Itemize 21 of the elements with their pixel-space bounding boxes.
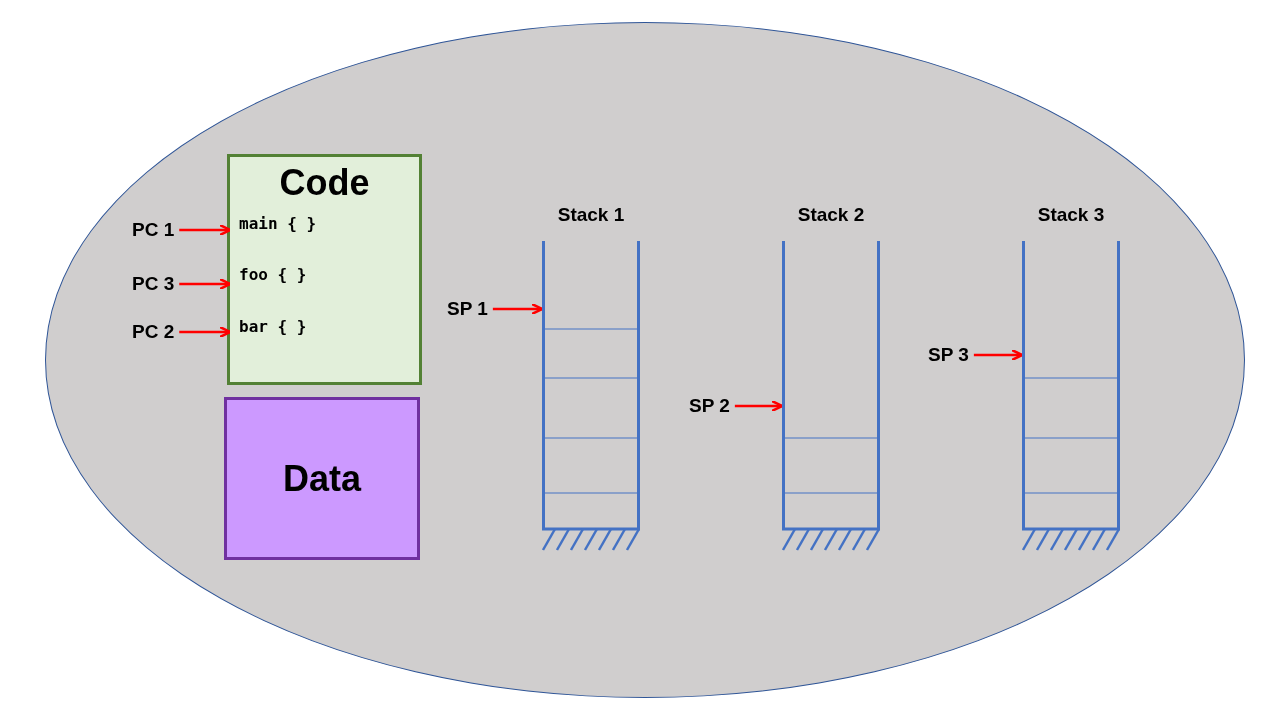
arrow	[179, 277, 232, 291]
arrow	[179, 223, 232, 237]
arrow	[179, 325, 232, 339]
pointer-label: SP 3	[928, 344, 969, 366]
pointer-label: SP 2	[689, 395, 730, 417]
arrow	[973, 348, 1024, 362]
memory-box: Data	[224, 397, 420, 560]
code-box	[227, 154, 422, 385]
arrow	[734, 399, 784, 413]
code-line: bar { }	[230, 317, 307, 336]
stack-label: Stack 2	[797, 204, 865, 225]
stack-label: Stack 1	[557, 204, 625, 225]
pointer-label: PC 2	[132, 321, 175, 343]
pointer-label: PC 3	[132, 273, 175, 295]
box-title: Code	[278, 163, 371, 203]
arrow	[492, 302, 544, 316]
pointer-label: PC 1	[132, 219, 175, 241]
pointer-label: SP 1	[447, 298, 488, 320]
code-line: foo { }	[230, 265, 307, 284]
code-line: main { }	[230, 214, 317, 233]
stack-label: Stack 3	[1037, 204, 1105, 225]
